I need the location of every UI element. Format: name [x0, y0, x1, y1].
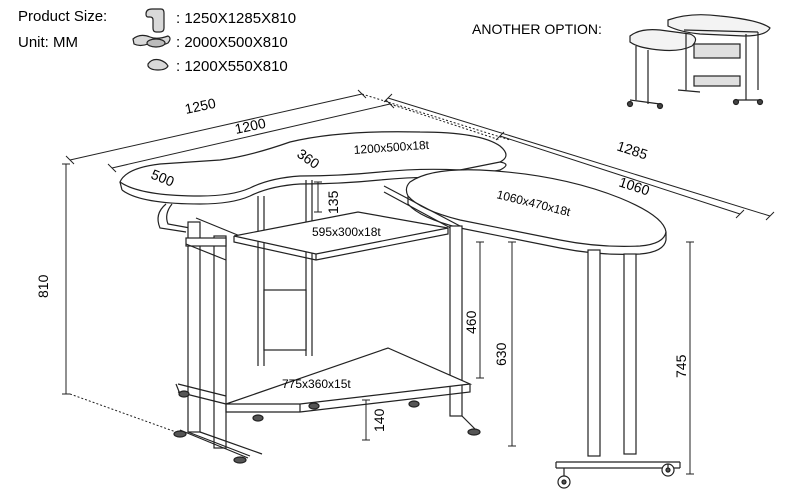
dim-1200: 1200	[233, 115, 267, 137]
part-label-bottom-shelf: 775x360x15t	[282, 377, 351, 391]
middle-frame	[257, 180, 481, 436]
part-label-keyboard-shelf: 595x300x18t	[312, 225, 381, 239]
dim-630: 630	[493, 342, 509, 366]
dim-1285: 1285	[615, 138, 650, 163]
size-option-straight: : 2000X500X810	[176, 34, 288, 51]
straight-combo-size-icon	[132, 34, 171, 48]
dim-745: 745	[673, 354, 689, 378]
dim-140: 140	[371, 408, 387, 432]
keyboard-shelf	[233, 211, 449, 261]
right-legs	[555, 249, 681, 489]
left-frame	[173, 217, 263, 464]
single-top-size-icon	[147, 58, 169, 71]
another-option-label: ANOTHER OPTION:	[472, 21, 602, 37]
size-option-single: : 1200X550X810	[176, 58, 288, 75]
part-label-left-top: 1200x500x18t	[353, 138, 430, 157]
dim-460: 460	[463, 310, 479, 334]
dim-135: 135	[325, 190, 341, 214]
dim-810: 810	[35, 274, 51, 298]
size-option-l-shape: : 1250X1285X810	[176, 10, 297, 27]
l-shape-size-icon	[145, 8, 165, 33]
another-option-thumbnail	[626, 14, 771, 110]
dim-1250: 1250	[183, 95, 217, 117]
product-size-label: Product Size:	[18, 8, 108, 25]
support-arm	[157, 203, 187, 233]
bottom-shelf	[175, 347, 473, 422]
unit-label: Unit: MM	[18, 34, 78, 51]
